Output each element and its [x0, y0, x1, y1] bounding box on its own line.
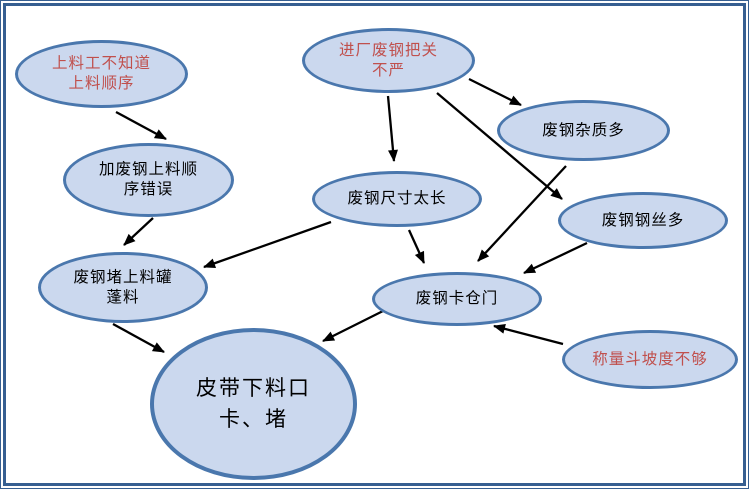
- node-label-line: 加废钢上料顺: [98, 161, 198, 178]
- node-incoming-scrap-lax-check: 进厂废钢把关不严: [302, 28, 475, 93]
- node-label-line: 废钢杂质多: [542, 121, 625, 139]
- arrow-weighing-hopper-slope-insufficient-to-scrap-jams-bin-gate: [493, 323, 564, 346]
- node-loader-unaware-order: 上料工不知道上料顺序: [15, 40, 188, 108]
- node-label: 加废钢上料顺序错误: [66, 160, 231, 200]
- arrow-incoming-scrap-lax-check-to-scrap-many-impurities: [468, 77, 522, 107]
- node-label-line: 皮带下料口: [196, 376, 311, 400]
- node-label: 废钢堵上料罐蓬料: [41, 268, 205, 308]
- node-scrap-jams-bin-gate: 废钢卡仓门: [372, 272, 542, 326]
- node-label-line: 废钢堵上料罐: [73, 268, 173, 286]
- node-label-line: 废钢尺寸太长: [347, 190, 447, 207]
- node-label: 称量斗坡度不够: [565, 350, 735, 370]
- node-label-line: 不严: [371, 61, 405, 79]
- node-scrap-size-too-long: 废钢尺寸太长: [312, 171, 482, 227]
- node-label: 上料工不知道上料顺序: [18, 54, 185, 94]
- node-label-line: 进厂废钢把关: [338, 41, 438, 59]
- node-scrap-many-impurities: 废钢杂质多: [497, 100, 670, 161]
- node-label: 皮带下料口卡、堵: [154, 373, 353, 435]
- arrow-scrap-jams-bin-gate-to-belt-discharge-outlet-jam: [322, 309, 384, 343]
- node-label-line: 蓬料: [106, 288, 140, 306]
- node-label-line: 上料顺序: [68, 75, 135, 92]
- arrow-loader-unaware-order-to-scrap-charging-order-wrong: [115, 110, 167, 141]
- arrow-scrap-charging-order-wrong-to-scrap-blocks-charging-tank: [123, 217, 154, 246]
- node-label: 进厂废钢把关不严: [305, 41, 472, 81]
- arrow-scrap-blocks-charging-tank-to-belt-discharge-outlet-jam: [112, 322, 165, 354]
- node-label: 废钢钢丝多: [561, 211, 725, 231]
- node-label-line: 称量斗坡度不够: [592, 350, 708, 368]
- node-scrap-blocks-charging-tank: 废钢堵上料罐蓬料: [38, 252, 208, 323]
- node-label: 废钢尺寸太长: [315, 189, 479, 209]
- node-label-line: 序错误: [123, 181, 174, 198]
- node-label-line: 卡、堵: [219, 407, 288, 431]
- node-scrap-charging-order-wrong: 加废钢上料顺序错误: [63, 143, 234, 217]
- arrow-incoming-scrap-lax-check-to-scrap-size-too-long: [386, 95, 398, 162]
- node-belt-discharge-outlet-jam: 皮带下料口卡、堵: [150, 328, 357, 480]
- node-label-line: 废钢钢丝多: [601, 211, 685, 229]
- arrow-scrap-size-too-long-to-scrap-jams-bin-gate: [407, 229, 426, 264]
- arrow-incoming-scrap-lax-check-to-scrap-much-steel-wire: [436, 92, 563, 200]
- arrow-scrap-much-steel-wire-to-scrap-jams-bin-gate: [523, 241, 588, 275]
- node-label: 废钢卡仓门: [375, 289, 539, 309]
- arrow-scrap-many-impurities-to-scrap-jams-bin-gate: [477, 165, 567, 262]
- node-label: 废钢杂质多: [500, 121, 667, 141]
- node-label-line: 废钢卡仓门: [415, 290, 499, 307]
- node-label-line: 上料工不知道: [51, 55, 151, 72]
- arrow-scrap-size-too-long-to-scrap-blocks-charging-tank: [203, 220, 332, 269]
- node-scrap-much-steel-wire: 废钢钢丝多: [558, 192, 728, 249]
- node-weighing-hopper-slope-insufficient: 称量斗坡度不够: [562, 330, 738, 389]
